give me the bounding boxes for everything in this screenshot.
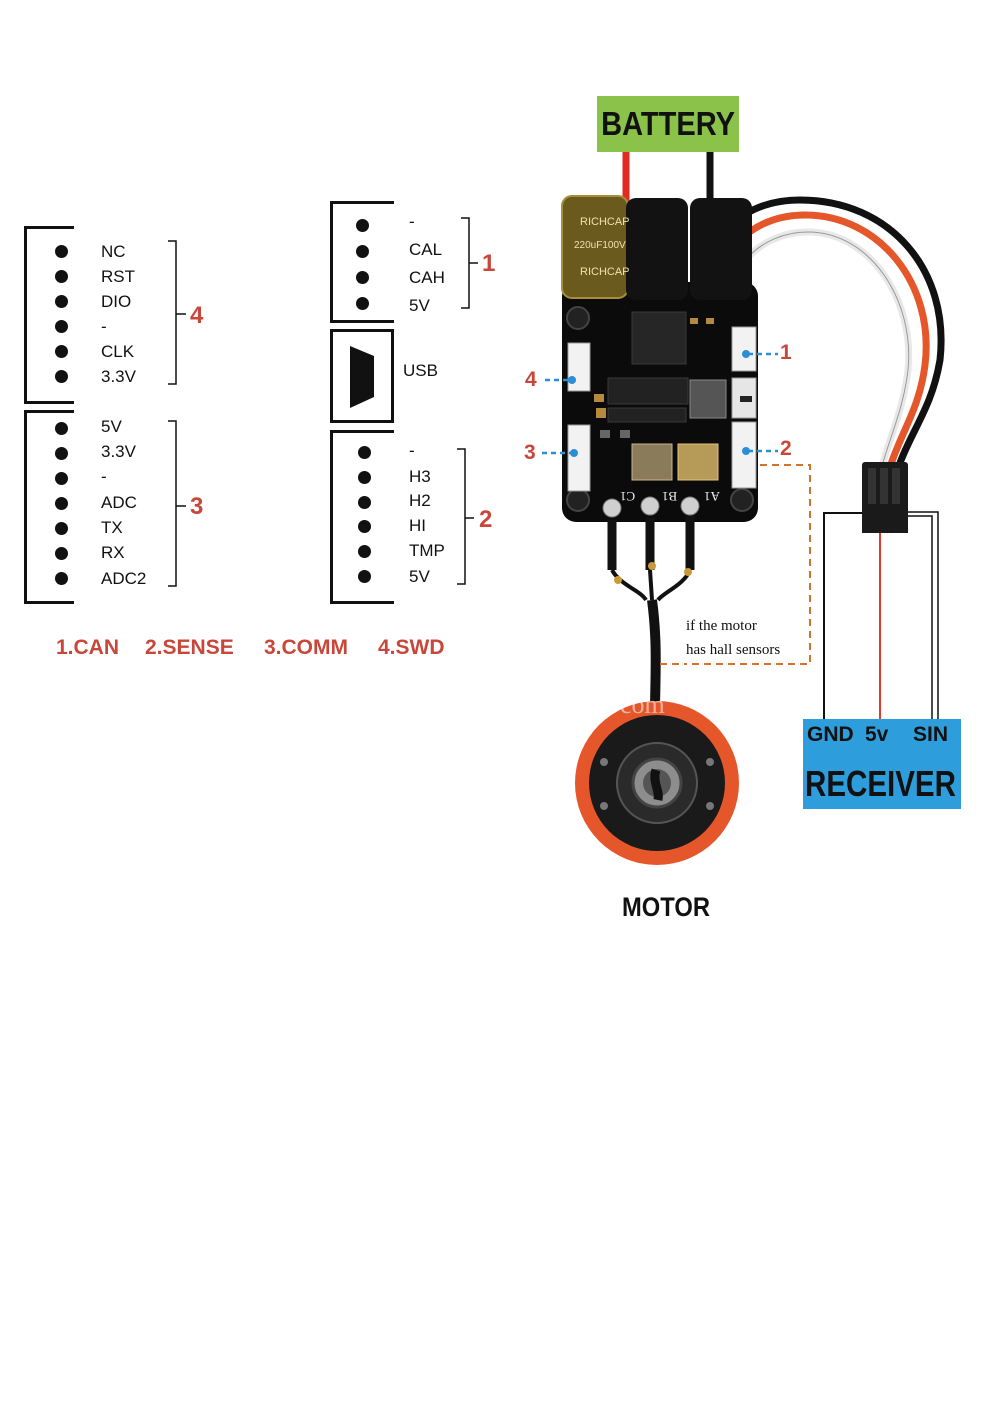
legend-comm: 3.COMM bbox=[264, 636, 348, 659]
sense-pin-label: HI bbox=[409, 516, 426, 535]
battery-box: BATTERY bbox=[597, 96, 739, 152]
receiver-box: GND 5v SIN RECEIVER bbox=[803, 719, 961, 809]
can-bracket bbox=[461, 217, 478, 309]
swd-pin-dot bbox=[55, 320, 68, 333]
usb-icon bbox=[350, 346, 374, 408]
sense-number: 2 bbox=[479, 506, 493, 533]
port-tag-1: 1 bbox=[780, 341, 792, 364]
sin-wire bbox=[896, 511, 939, 722]
swd-connector-box bbox=[24, 226, 74, 404]
comm-pin-dot bbox=[55, 447, 68, 460]
comm-pin-label: ADC bbox=[101, 493, 137, 512]
gnd-wire bbox=[823, 512, 866, 722]
swd-pin-dot bbox=[55, 345, 68, 358]
comm-pin-label: ADC2 bbox=[101, 569, 147, 588]
hall-sensor-callout bbox=[684, 464, 811, 665]
comm-bracket bbox=[168, 420, 186, 587]
receiver-pin-gnd: GND bbox=[807, 723, 854, 746]
sense-pin-dot bbox=[358, 446, 371, 459]
legend-sense: 2.SENSE bbox=[145, 636, 234, 659]
phase-label-a1: A1 bbox=[704, 489, 720, 504]
comm-pin-dot bbox=[55, 522, 68, 535]
swd-pin-dot bbox=[55, 370, 68, 383]
sense-connector-box bbox=[330, 430, 394, 604]
swd-pin-label: CLK bbox=[101, 342, 135, 361]
swd-pin-label: RST bbox=[101, 267, 135, 286]
sense-pin-label: - bbox=[409, 441, 415, 460]
sense-bracket bbox=[457, 448, 474, 585]
legend-can: 1.CAN bbox=[56, 636, 120, 659]
can-pin-dot bbox=[356, 271, 369, 284]
swd-number: 4 bbox=[190, 302, 204, 329]
sense-pin-label: H3 bbox=[409, 467, 431, 486]
mcu-chip bbox=[631, 311, 687, 365]
sense-pin-dot bbox=[358, 496, 371, 509]
comm-pin-label: RX bbox=[101, 543, 125, 562]
mosfet bbox=[631, 443, 673, 481]
port-3 bbox=[567, 424, 591, 492]
comm-number: 3 bbox=[190, 493, 204, 520]
sense-pin-label: 5V bbox=[409, 567, 430, 586]
receiver-pin-5v: 5v bbox=[865, 723, 889, 746]
hall-note-line2: has hall sensors bbox=[686, 642, 781, 658]
can-pin-label: 5V bbox=[409, 296, 430, 315]
mosfet bbox=[677, 443, 719, 481]
port-tag-2: 2 bbox=[780, 437, 792, 460]
comm-pin-dot bbox=[55, 472, 68, 485]
can-pin-label: - bbox=[409, 212, 415, 231]
legend-swd: 4.SWD bbox=[378, 636, 445, 659]
can-number: 1 bbox=[482, 250, 496, 277]
capacitor-gold bbox=[562, 196, 628, 298]
swd-pin-label: 3.3V bbox=[101, 367, 136, 386]
can-pin-label: CAH bbox=[409, 268, 445, 287]
swd-pin-dot bbox=[55, 270, 68, 283]
can-pin-dot bbox=[356, 245, 369, 258]
sense-pin-label: H2 bbox=[409, 491, 431, 510]
can-connector-box bbox=[330, 201, 394, 323]
capacitor-black bbox=[626, 198, 688, 300]
receiver-pin-sin: SIN bbox=[913, 723, 949, 746]
usb-label: USB bbox=[403, 361, 438, 380]
swd-bracket bbox=[168, 240, 186, 385]
sense-pin-dot bbox=[358, 471, 371, 484]
capacitor-text: RICHCAP bbox=[580, 216, 630, 228]
comm-pin-dot bbox=[55, 572, 68, 585]
sense-pin-label: TMP bbox=[409, 541, 445, 560]
capacitor-text: RICHCAP bbox=[580, 266, 630, 278]
receiver-label: RECEIVER bbox=[805, 763, 956, 804]
port-1 bbox=[731, 326, 757, 372]
comm-pin-label: - bbox=[101, 467, 107, 486]
port-2 bbox=[731, 421, 757, 489]
swd-pin-dot bbox=[55, 295, 68, 308]
comm-connector-box bbox=[24, 410, 74, 604]
sense-pin-dot bbox=[358, 545, 371, 558]
can-pin-dot bbox=[356, 297, 369, 310]
comm-pin-dot bbox=[55, 547, 68, 560]
capacitor-black bbox=[690, 198, 752, 300]
comm-pin-dot bbox=[55, 497, 68, 510]
can-pin-dot bbox=[356, 219, 369, 232]
swd-pin-label: NC bbox=[101, 242, 126, 261]
port-tag-3: 3 bbox=[524, 441, 536, 464]
motor-label: MOTOR bbox=[622, 892, 710, 922]
usb-connector-box bbox=[330, 329, 394, 423]
hall-note-line1: if the motor bbox=[686, 618, 757, 634]
comm-pin-label: 3.3V bbox=[101, 442, 136, 461]
phase-label-c1: C1 bbox=[620, 489, 636, 504]
capacitor-text: 220uF100V bbox=[574, 240, 626, 251]
comm-pin-dot bbox=[55, 422, 68, 435]
swd-pin-dot bbox=[55, 245, 68, 258]
phase-label-b1: B1 bbox=[662, 489, 678, 504]
port-tag-4: 4 bbox=[525, 368, 537, 391]
watermark: com bbox=[620, 690, 665, 719]
sense-pin-dot bbox=[358, 520, 371, 533]
sense-pin-dot bbox=[358, 570, 371, 583]
swd-pin-label: - bbox=[101, 317, 107, 336]
comm-pin-label: TX bbox=[101, 518, 123, 537]
swd-pin-label: DIO bbox=[101, 292, 132, 311]
comm-pin-label: 5V bbox=[101, 417, 122, 436]
can-pin-label: CAL bbox=[409, 240, 443, 259]
battery-label: BATTERY bbox=[601, 105, 735, 142]
